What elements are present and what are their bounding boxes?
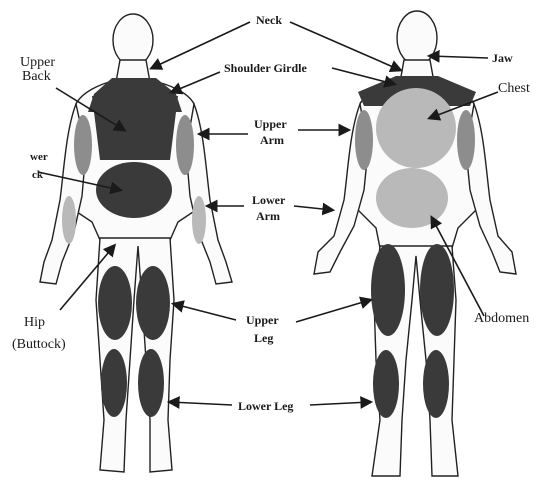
label-lower-arm-line1: Lower bbox=[252, 193, 286, 207]
front-view-figure bbox=[314, 11, 516, 476]
label-upper-arm-line1: Upper bbox=[254, 117, 287, 131]
arrow-jaw bbox=[430, 56, 488, 58]
front-upper-arm-left-region bbox=[355, 110, 373, 170]
label-upper-leg-line1: Upper bbox=[246, 313, 279, 327]
label-lower-leg: Lower Leg bbox=[238, 399, 293, 413]
label-upper-leg-line2: Leg bbox=[254, 331, 273, 345]
label-lower-back-line2: ck bbox=[32, 169, 44, 181]
arrow-lower-leg-front bbox=[310, 402, 370, 405]
label-hip-line2: (Buttock) bbox=[12, 337, 66, 352]
back-upper-arm-left-region bbox=[74, 115, 92, 175]
label-shoulder-girdle: Shoulder Girdle bbox=[224, 61, 307, 75]
label-upper-back-line2: Back bbox=[22, 69, 51, 84]
front-upper-leg-left-region bbox=[371, 244, 405, 336]
label-upper-back-line1: Upper bbox=[20, 55, 55, 70]
arrow-upper-leg-back bbox=[174, 304, 236, 320]
back-upper-arm-right-region bbox=[176, 115, 194, 175]
abdomen-region bbox=[376, 168, 448, 228]
label-lower-back-line1: wer bbox=[30, 151, 48, 163]
front-head bbox=[397, 11, 437, 65]
label-abdomen: Abdomen bbox=[474, 311, 529, 326]
back-lower-leg-left-region bbox=[101, 349, 127, 417]
arrow-lower-arm-front bbox=[294, 206, 332, 210]
label-neck: Neck bbox=[256, 13, 282, 27]
label-lower-arm-line2: Arm bbox=[256, 209, 280, 223]
chest-region bbox=[376, 88, 456, 168]
back-upper-leg-right-region bbox=[136, 266, 170, 340]
upper-back-region bbox=[92, 96, 178, 160]
back-lower-arm-right-region bbox=[192, 196, 206, 244]
arrow-upper-leg-front bbox=[296, 300, 370, 322]
label-chest: Chest bbox=[498, 81, 530, 96]
back-lower-arm-left-region bbox=[62, 196, 76, 244]
back-lower-leg-right-region bbox=[138, 349, 164, 417]
front-lower-leg-left-region bbox=[373, 350, 399, 418]
lower-back-region bbox=[96, 162, 172, 218]
front-upper-leg-right-region bbox=[420, 244, 454, 336]
label-jaw: Jaw bbox=[492, 51, 513, 65]
label-hip-line1: Hip bbox=[24, 315, 45, 330]
arrow-shoulder-front bbox=[332, 68, 394, 84]
arrow-lower-leg-back bbox=[170, 402, 232, 405]
back-upper-leg-left-region bbox=[98, 266, 132, 340]
front-upper-arm-right-region bbox=[457, 110, 475, 170]
back-head bbox=[113, 14, 153, 66]
front-lower-leg-right-region bbox=[423, 350, 449, 418]
label-upper-arm-line2: Arm bbox=[260, 133, 284, 147]
arrow-shoulder-back bbox=[172, 72, 220, 92]
